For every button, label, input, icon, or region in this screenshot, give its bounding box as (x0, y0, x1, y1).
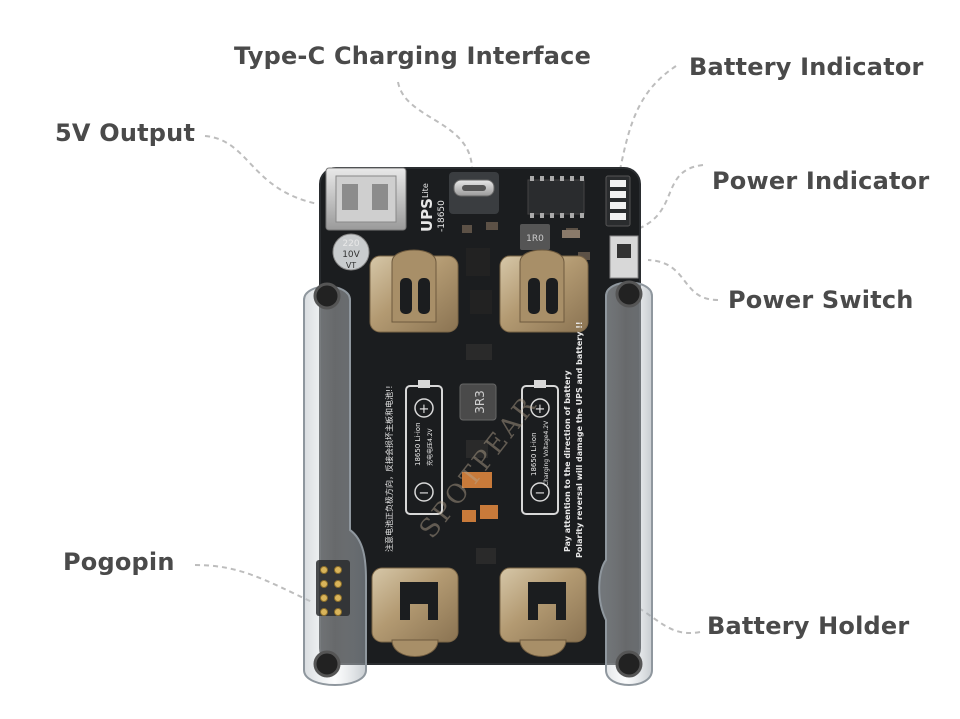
output-5v-label: 5V Output (55, 119, 196, 147)
board-variant-text: Lite (421, 183, 430, 198)
battery-clip-bottom-right (499, 567, 587, 657)
battery-indicator-label: Battery Indicator (689, 53, 924, 81)
board-model-text: -18650 (437, 200, 447, 232)
battery-silk-right: + − 18650 Li-ion Charging Voltage4.2V (521, 380, 559, 515)
battery-clip-top-right (499, 249, 589, 333)
warning-en-1: Pay attention to the direction of batter… (563, 370, 572, 552)
battery-right-voltage: Charging Voltage4.2V (543, 420, 550, 486)
power-switch-label: Power Switch (728, 286, 914, 314)
power-indicator-label: Power Indicator (712, 167, 930, 195)
usb-a-port (325, 167, 407, 231)
battery-clip-bottom-left (371, 567, 459, 657)
warning-cn: 注意电池正负极方向，反接会损坏主板和电池!! (384, 386, 394, 552)
pogo-pins (316, 560, 350, 616)
leader-lines (194, 65, 719, 635)
indicator-chip (527, 176, 585, 218)
inductor-small-text: 1R0 (526, 234, 544, 244)
inductor-small: 1R0 (520, 224, 550, 250)
battery-holder-label: Battery Holder (707, 612, 910, 640)
board-name-text: UPS (418, 198, 436, 232)
battery-right-type: 18650 Li-ion (530, 432, 538, 476)
battery-left-voltage: 充电电压4.2V (426, 427, 434, 466)
inductor-main-text: 3R3 (473, 390, 487, 414)
battery-silk-left: + − 18650 Li-ion 充电电压4.2V (405, 380, 443, 515)
capacitor-value: 220 (342, 239, 359, 249)
battery-leds (605, 175, 631, 227)
usb-c-port (449, 172, 499, 214)
acrylic-rail-right (598, 280, 653, 686)
battery-left-plus: + (419, 402, 430, 417)
capacitor-mark: VT (346, 261, 356, 270)
warning-en-2: Polarity reversal will damage the UPS an… (575, 321, 584, 558)
capacitor-voltage: 10V (342, 250, 360, 260)
inductor-main: 3R3 (459, 383, 497, 421)
power-switch (609, 235, 639, 279)
smd-components (462, 222, 590, 564)
battery-clip-top-left (369, 249, 459, 333)
battery-right-plus: + (535, 402, 546, 417)
capacitor: 220 10V VT (332, 233, 370, 271)
pogopin-label: Pogopin (63, 548, 175, 576)
battery-left-minus: − (419, 486, 430, 501)
battery-right-minus: − (535, 486, 546, 501)
battery-left-type: 18650 Li-ion (414, 422, 422, 466)
type-c-label: Type-C Charging Interface (234, 42, 592, 70)
board-name: UPS -18650 Lite (418, 183, 447, 232)
